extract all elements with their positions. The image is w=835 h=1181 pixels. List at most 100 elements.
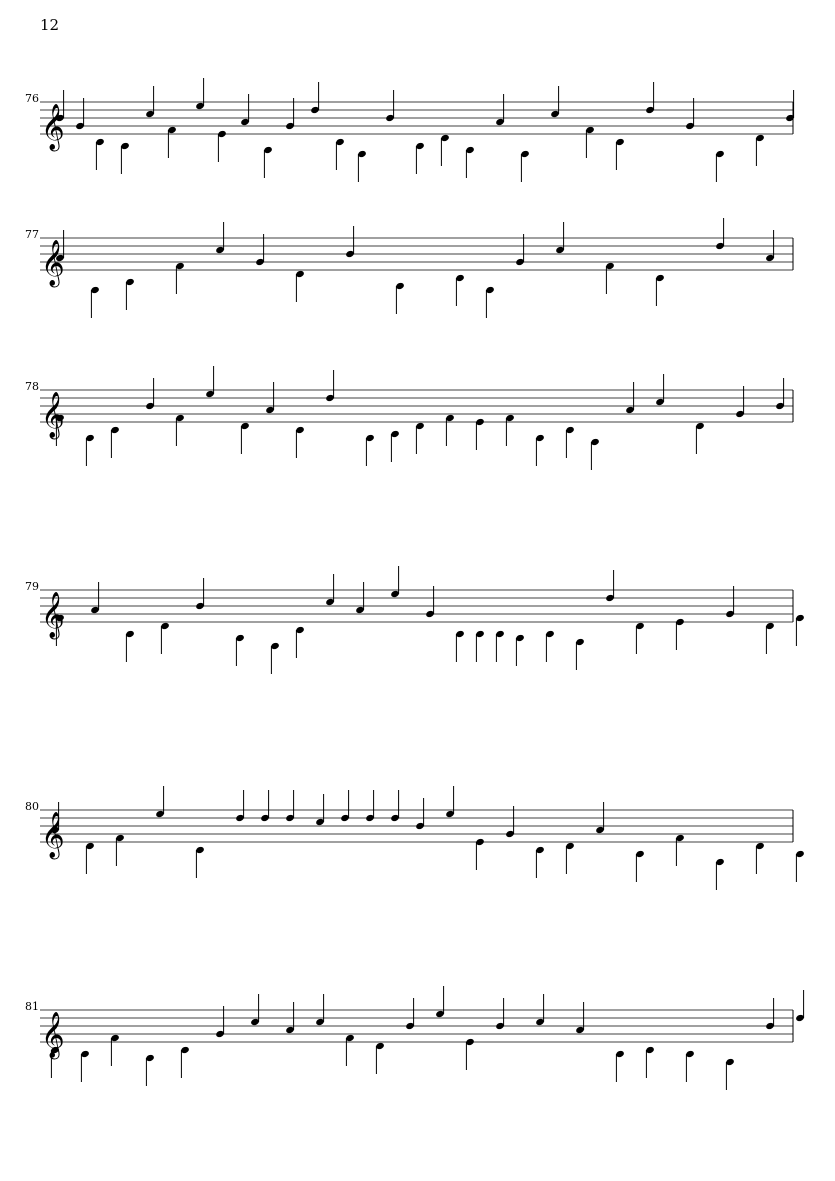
- note: [475, 838, 484, 870]
- system-1: 76𝄞: [0, 78, 835, 212]
- note: [426, 586, 435, 618]
- note: [505, 414, 514, 446]
- note: [357, 150, 366, 182]
- note: [436, 986, 445, 1018]
- measure-number: 77: [25, 228, 39, 241]
- note: [515, 634, 524, 666]
- note: [575, 638, 584, 670]
- note: [415, 142, 424, 174]
- note: [261, 790, 270, 822]
- note: [695, 422, 704, 454]
- note: [335, 138, 344, 170]
- note: [496, 94, 505, 126]
- note: [145, 1054, 154, 1086]
- note: [386, 90, 395, 122]
- note: [56, 230, 65, 262]
- note: [725, 1058, 734, 1090]
- note: [206, 366, 215, 398]
- note: [726, 586, 735, 618]
- note: [295, 270, 304, 302]
- note: [196, 78, 205, 110]
- note: [365, 434, 374, 466]
- note: [316, 994, 325, 1026]
- note: [286, 790, 295, 822]
- note: [605, 262, 614, 294]
- note: [316, 794, 325, 826]
- note: [535, 434, 544, 466]
- note: [755, 134, 764, 166]
- note: [295, 426, 304, 458]
- note: [196, 578, 205, 610]
- note: [115, 834, 124, 866]
- note: [326, 370, 335, 402]
- note: [615, 1050, 624, 1082]
- note: [311, 82, 320, 114]
- note: [655, 274, 664, 306]
- note: [180, 1046, 189, 1078]
- page-number: 12: [40, 16, 60, 34]
- note: [217, 130, 226, 162]
- measure-number: 76: [25, 92, 39, 105]
- note: [125, 278, 134, 310]
- measure-number: 79: [25, 580, 39, 593]
- note: [795, 614, 804, 646]
- note: [455, 630, 464, 662]
- staff: 𝄞: [40, 986, 805, 1090]
- note: [516, 234, 525, 266]
- note: [415, 422, 424, 454]
- note: [146, 86, 155, 118]
- note: [606, 570, 615, 602]
- note: [715, 150, 724, 182]
- note: [656, 374, 665, 406]
- note: [446, 786, 455, 818]
- system-2: 77𝄞: [0, 218, 835, 348]
- note: [286, 98, 295, 130]
- note: [80, 1050, 89, 1082]
- measure-number: 78: [25, 380, 39, 393]
- note: [520, 150, 529, 182]
- staff: 𝄞: [40, 786, 804, 890]
- note: [175, 414, 184, 446]
- note: [416, 798, 425, 830]
- note: [216, 1006, 225, 1038]
- note: [565, 426, 574, 458]
- note: [216, 222, 225, 254]
- measure-number: 80: [25, 800, 39, 813]
- note: [440, 134, 449, 166]
- note: [475, 630, 484, 662]
- note: [110, 426, 119, 458]
- note: [685, 1050, 694, 1082]
- note: [270, 642, 279, 674]
- note: [715, 858, 724, 890]
- note: [76, 98, 85, 130]
- note: [251, 994, 260, 1026]
- note: [536, 994, 545, 1026]
- note: [346, 226, 355, 258]
- note: [326, 574, 335, 606]
- note: [786, 90, 795, 122]
- note: [295, 626, 304, 658]
- note: [85, 434, 94, 466]
- note: [50, 1046, 59, 1078]
- note: [195, 846, 204, 878]
- note: [356, 582, 365, 614]
- note: [55, 614, 64, 646]
- note: [341, 790, 350, 822]
- note: [91, 582, 100, 614]
- note: [160, 622, 169, 654]
- note: [95, 138, 104, 170]
- treble-clef-icon: 𝄞: [41, 104, 65, 152]
- note: [85, 842, 94, 874]
- note: [120, 142, 129, 174]
- note: [445, 414, 454, 446]
- treble-clef-icon: 𝄞: [41, 240, 65, 288]
- staff: 𝄞: [40, 366, 794, 470]
- note: [241, 94, 250, 126]
- note: [55, 414, 64, 446]
- note: [590, 438, 599, 470]
- note: [56, 90, 65, 122]
- staff: 𝄞: [40, 218, 794, 318]
- note: [345, 1034, 354, 1066]
- system-5: 80𝄞: [0, 786, 835, 920]
- note: [455, 274, 464, 306]
